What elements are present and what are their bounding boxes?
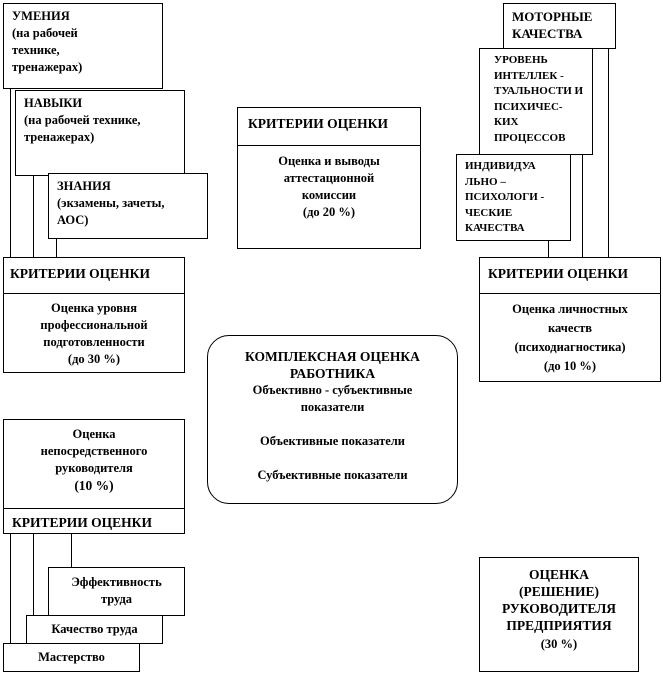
- left-criteria-body: Оценка уровня профессиональной подготовл…: [40, 301, 148, 349]
- right-criteria-header: КРИТЕРИИ ОЦЕНКИ: [480, 258, 660, 294]
- abilities-box: НАВЫКИ (на рабочей технике, тренажерах): [15, 90, 185, 176]
- center-criteria-body: Оценка и выводы аттестационной комиссии: [278, 154, 380, 202]
- complex-assessment-box: КОМПЛЕКСНАЯ ОЦЕНКА РАБОТНИКА Объективно …: [207, 335, 458, 504]
- skills-subtitle: (на рабочей технике, тренажерах): [12, 26, 83, 74]
- enterprise-head-assessment-title: ОЦЕНКА (РЕШЕНИЕ) РУКОВОДИТЕЛЯ ПРЕДПРИЯТИ…: [501, 567, 617, 633]
- left-criteria-header: КРИТЕРИИ ОЦЕНКИ: [4, 258, 184, 294]
- supervisor-assessment-weight: (10 %): [74, 478, 114, 493]
- complex-assessment-title: КОМПЛЕКСНАЯ ОЦЕНКА РАБОТНИКА: [245, 349, 420, 381]
- knowledge-title: ЗНАНИЯ: [57, 179, 111, 193]
- connector-line: [608, 48, 609, 258]
- psych-qualities-label: ИНДИВИДУА ЛЬНО – ПСИХОЛОГИ - ЧЕСКИЕ КАЧЕ…: [465, 160, 545, 234]
- quality-box: Качество труда: [26, 615, 163, 644]
- abilities-title: НАВЫКИ: [24, 96, 83, 110]
- connector-line: [33, 175, 34, 258]
- intellect-box: УРОВЕНЬ ИНТЕЛЛЕК - ТУАЛЬНОСТИ И ПСИХИЧЕС…: [479, 48, 593, 155]
- objective-subjective-indicators: Объективно - субъективные показатели: [252, 383, 413, 414]
- left-criteria-weight: (до 30 %): [67, 352, 121, 366]
- mastery-box: Мастерство: [3, 643, 140, 672]
- right-criteria-weight: (до 10 %): [543, 359, 597, 373]
- motor-qualities-box: МОТОРНЫЕ КАЧЕСТВА: [503, 3, 616, 49]
- psych-qualities-box: ИНДИВИДУА ЛЬНО – ПСИХОЛОГИ - ЧЕСКИЕ КАЧЕ…: [456, 154, 571, 241]
- bottom-criteria-header: КРИТЕРИИ ОЦЕНКИ: [4, 508, 184, 536]
- connector-line: [33, 533, 34, 616]
- right-criteria-body: Оценка личностных качеств (психодиагност…: [512, 302, 628, 354]
- enterprise-head-assessment-weight: (30 %): [540, 637, 578, 651]
- intellect-label: УРОВЕНЬ ИНТЕЛЛЕК - ТУАЛЬНОСТИ И ПСИХИЧЕС…: [494, 54, 584, 144]
- supervisor-assessment-title: Оценка непосредственного руководителя: [40, 427, 148, 475]
- supervisor-assessment-box: Оценка непосредственного руководителя (1…: [3, 419, 185, 534]
- quality-label: Качество труда: [51, 622, 138, 636]
- right-criteria-box: КРИТЕРИИ ОЦЕНКИ Оценка личностных качест…: [479, 257, 661, 382]
- efficiency-label: Эффективность труда: [71, 575, 162, 606]
- abilities-subtitle: (на рабочей технике, тренажерах): [24, 113, 141, 144]
- skills-box: УМЕНИЯ (на рабочей технике, тренажерах): [3, 3, 163, 89]
- left-criteria-box: КРИТЕРИИ ОЦЕНКИ Оценка уровня профессион…: [3, 257, 185, 373]
- connector-line: [71, 533, 72, 568]
- knowledge-box: ЗНАНИЯ (экзамены, зачеты, АОС): [48, 173, 208, 239]
- knowledge-subtitle: (экзамены, зачеты, АОС): [57, 196, 165, 227]
- skills-title: УМЕНИЯ: [12, 9, 70, 23]
- efficiency-box: Эффективность труда: [48, 567, 185, 616]
- connector-line: [10, 88, 11, 258]
- connector-line: [56, 238, 57, 258]
- connector-line: [548, 240, 549, 258]
- center-criteria-box: КРИТЕРИИ ОЦЕНКИ Оценка и выводы аттестац…: [237, 107, 421, 249]
- connector-line: [10, 533, 11, 644]
- center-criteria-weight: (до 20 %): [302, 205, 356, 219]
- center-criteria-header: КРИТЕРИИ ОЦЕНКИ: [238, 108, 420, 146]
- enterprise-head-assessment-box: ОЦЕНКА (РЕШЕНИЕ) РУКОВОДИТЕЛЯ ПРЕДПРИЯТИ…: [479, 557, 639, 672]
- subjective-indicators: Субъективные показатели: [257, 468, 408, 482]
- connector-line: [582, 154, 583, 258]
- motor-qualities-label: МОТОРНЫЕ КАЧЕСТВА: [512, 9, 593, 41]
- objective-indicators: Объективные показатели: [260, 434, 405, 448]
- mastery-label: Мастерство: [38, 650, 105, 664]
